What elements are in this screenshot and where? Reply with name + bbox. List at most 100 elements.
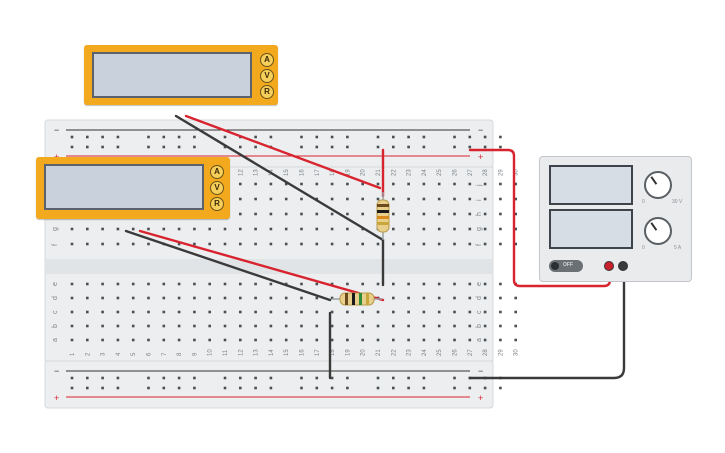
breadboard-hole[interactable] bbox=[131, 324, 135, 328]
rail-hole[interactable] bbox=[346, 145, 349, 149]
breadboard-hole[interactable] bbox=[70, 310, 74, 314]
breadboard-hole[interactable] bbox=[453, 296, 456, 300]
breadboard-hole[interactable] bbox=[147, 282, 150, 286]
breadboard-hole[interactable] bbox=[330, 242, 334, 246]
breadboard-hole[interactable] bbox=[101, 324, 104, 328]
breadboard-hole[interactable] bbox=[483, 182, 487, 186]
breadboard-hole[interactable] bbox=[392, 197, 395, 201]
rail-hole[interactable] bbox=[346, 135, 349, 139]
breadboard-hole[interactable] bbox=[346, 212, 349, 216]
rail-hole[interactable] bbox=[315, 145, 319, 149]
breadboard-hole[interactable] bbox=[453, 324, 456, 328]
breadboard-hole[interactable] bbox=[86, 296, 89, 300]
rail-hole[interactable] bbox=[193, 376, 196, 380]
breadboard-hole[interactable] bbox=[315, 310, 319, 314]
current-knob[interactable] bbox=[644, 217, 672, 245]
rail-hole[interactable] bbox=[499, 145, 502, 149]
breadboard-hole[interactable] bbox=[453, 242, 456, 246]
rail-hole[interactable] bbox=[468, 386, 472, 390]
breadboard-hole[interactable] bbox=[284, 182, 288, 186]
breadboard-hole[interactable] bbox=[223, 296, 227, 300]
breadboard-hole[interactable] bbox=[239, 242, 242, 246]
breadboard-hole[interactable] bbox=[193, 227, 196, 231]
breadboard-hole[interactable] bbox=[514, 227, 517, 231]
breadboard-hole[interactable] bbox=[239, 296, 242, 300]
breadboard-hole[interactable] bbox=[514, 212, 517, 216]
rail-hole[interactable] bbox=[392, 376, 395, 380]
rail-hole[interactable] bbox=[177, 135, 181, 139]
power-supply[interactable]: 30 V 0 5 A 0 OFF bbox=[539, 156, 692, 282]
breadboard-hole[interactable] bbox=[131, 338, 135, 342]
rail-hole[interactable] bbox=[116, 386, 120, 390]
rail-hole[interactable] bbox=[300, 135, 303, 139]
breadboard-hole[interactable] bbox=[376, 182, 380, 186]
negative-terminal[interactable] bbox=[618, 261, 628, 271]
rail-hole[interactable] bbox=[376, 386, 380, 390]
breadboard-hole[interactable] bbox=[407, 212, 410, 216]
rail-hole[interactable] bbox=[86, 376, 89, 380]
rail-hole[interactable] bbox=[162, 386, 166, 390]
breadboard-hole[interactable] bbox=[376, 310, 380, 314]
rail-hole[interactable] bbox=[330, 135, 334, 139]
breadboard-hole[interactable] bbox=[468, 212, 472, 216]
breadboard-hole[interactable] bbox=[239, 227, 242, 231]
breadboard-hole[interactable] bbox=[346, 182, 349, 186]
breadboard-hole[interactable] bbox=[499, 227, 502, 231]
breadboard-hole[interactable] bbox=[284, 310, 288, 314]
rail-hole[interactable] bbox=[254, 135, 257, 139]
breadboard-hole[interactable] bbox=[147, 310, 150, 314]
rail-hole[interactable] bbox=[407, 376, 410, 380]
breadboard-hole[interactable] bbox=[483, 227, 487, 231]
rail-hole[interactable] bbox=[223, 145, 227, 149]
breadboard-hole[interactable] bbox=[300, 182, 303, 186]
breadboard-hole[interactable] bbox=[86, 242, 89, 246]
breadboard-hole[interactable] bbox=[468, 296, 472, 300]
breadboard-hole[interactable] bbox=[147, 296, 150, 300]
breadboard-hole[interactable] bbox=[330, 212, 334, 216]
breadboard-hole[interactable] bbox=[300, 296, 303, 300]
rail-hole[interactable] bbox=[70, 376, 74, 380]
breadboard-hole[interactable] bbox=[223, 338, 227, 342]
breadboard-hole[interactable] bbox=[269, 296, 273, 300]
breadboard-hole[interactable] bbox=[453, 197, 456, 201]
rail-hole[interactable] bbox=[422, 145, 426, 149]
rail-hole[interactable] bbox=[300, 376, 303, 380]
rail-hole[interactable] bbox=[407, 145, 410, 149]
rail-hole[interactable] bbox=[254, 376, 257, 380]
breadboard-hole[interactable] bbox=[177, 310, 181, 314]
breadboard-hole[interactable] bbox=[392, 310, 395, 314]
breadboard-hole[interactable] bbox=[392, 282, 395, 286]
breadboard-hole[interactable] bbox=[422, 242, 426, 246]
breadboard-hole[interactable] bbox=[437, 338, 441, 342]
breadboard-hole[interactable] bbox=[330, 310, 334, 314]
breadboard-hole[interactable] bbox=[361, 212, 364, 216]
breadboard-hole[interactable] bbox=[407, 310, 410, 314]
breadboard-hole[interactable] bbox=[392, 296, 395, 300]
rail-hole[interactable] bbox=[407, 386, 410, 390]
breadboard-hole[interactable] bbox=[468, 324, 472, 328]
rail-hole[interactable] bbox=[376, 376, 380, 380]
breadboard-hole[interactable] bbox=[315, 227, 319, 231]
breadboard-hole[interactable] bbox=[422, 212, 426, 216]
breadboard-hole[interactable] bbox=[284, 324, 288, 328]
breadboard-hole[interactable] bbox=[177, 242, 181, 246]
breadboard-hole[interactable] bbox=[437, 227, 441, 231]
breadboard-hole[interactable] bbox=[208, 227, 211, 231]
breadboard-hole[interactable] bbox=[468, 182, 472, 186]
breadboard-hole[interactable] bbox=[177, 324, 181, 328]
rail-hole[interactable] bbox=[300, 145, 303, 149]
breadboard-hole[interactable] bbox=[223, 242, 227, 246]
rail-hole[interactable] bbox=[392, 135, 395, 139]
breadboard-hole[interactable] bbox=[346, 338, 349, 342]
breadboard-hole[interactable] bbox=[193, 338, 196, 342]
rail-hole[interactable] bbox=[453, 376, 456, 380]
breadboard-hole[interactable] bbox=[453, 338, 456, 342]
rail-hole[interactable] bbox=[468, 135, 472, 139]
breadboard-hole[interactable] bbox=[468, 338, 472, 342]
rail-hole[interactable] bbox=[177, 376, 181, 380]
breadboard-hole[interactable] bbox=[514, 338, 517, 342]
rail-hole[interactable] bbox=[147, 386, 150, 390]
breadboard-hole[interactable] bbox=[422, 310, 426, 314]
rail-hole[interactable] bbox=[392, 386, 395, 390]
rail-hole[interactable] bbox=[346, 386, 349, 390]
